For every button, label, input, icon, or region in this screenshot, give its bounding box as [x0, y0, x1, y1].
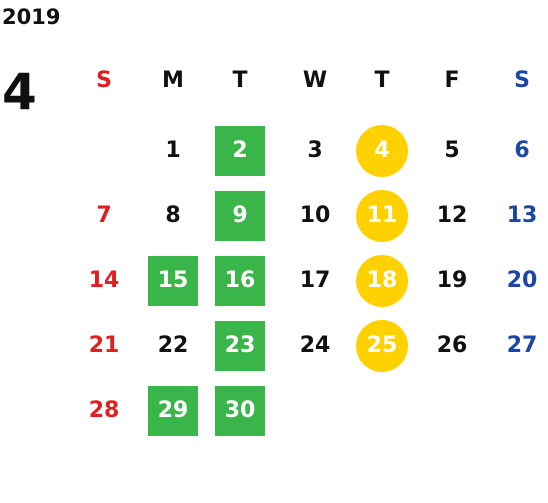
- calendar-day-21[interactable]: 21: [88, 333, 120, 358]
- calendar-day-9[interactable]: 9: [215, 191, 265, 241]
- calendar-month: 4: [2, 63, 37, 121]
- calendar-day-22[interactable]: 22: [157, 333, 189, 358]
- weekday-header: W: [302, 68, 328, 93]
- calendar-day-20[interactable]: 20: [506, 268, 538, 293]
- calendar-day-28[interactable]: 28: [88, 398, 120, 423]
- calendar-day-25[interactable]: 25: [356, 320, 408, 372]
- calendar-day-27[interactable]: 27: [506, 333, 538, 358]
- calendar-day-5[interactable]: 5: [444, 138, 460, 163]
- calendar-day-7[interactable]: 7: [96, 203, 112, 228]
- calendar-day-6[interactable]: 6: [514, 138, 530, 163]
- calendar-day-1[interactable]: 1: [165, 138, 181, 163]
- calendar-day-29[interactable]: 29: [148, 386, 198, 436]
- weekday-header: T: [374, 68, 390, 93]
- calendar-day-23[interactable]: 23: [215, 321, 265, 371]
- calendar-day-4[interactable]: 4: [356, 125, 408, 177]
- calendar-day-24[interactable]: 24: [299, 333, 331, 358]
- calendar-day-16[interactable]: 16: [215, 256, 265, 306]
- calendar-day-17[interactable]: 17: [299, 268, 331, 293]
- weekday-header: F: [444, 68, 460, 93]
- calendar-day-14[interactable]: 14: [88, 268, 120, 293]
- calendar-day-19[interactable]: 19: [436, 268, 468, 293]
- calendar-day-10[interactable]: 10: [299, 203, 331, 228]
- calendar-day-30[interactable]: 30: [215, 386, 265, 436]
- weekday-header: S: [514, 68, 530, 93]
- calendar-day-11[interactable]: 11: [356, 190, 408, 242]
- calendar-day-2[interactable]: 2: [215, 126, 265, 176]
- calendar-day-26[interactable]: 26: [436, 333, 468, 358]
- calendar-day-8[interactable]: 8: [165, 203, 181, 228]
- weekday-header: T: [232, 68, 248, 93]
- calendar-day-18[interactable]: 18: [356, 255, 408, 307]
- calendar-day-15[interactable]: 15: [148, 256, 198, 306]
- calendar-year: 2019: [2, 5, 61, 29]
- weekday-header: S: [96, 68, 112, 93]
- weekday-header: M: [162, 68, 184, 93]
- calendar-day-13[interactable]: 13: [506, 203, 538, 228]
- calendar-day-3[interactable]: 3: [307, 138, 323, 163]
- calendar-day-12[interactable]: 12: [436, 203, 468, 228]
